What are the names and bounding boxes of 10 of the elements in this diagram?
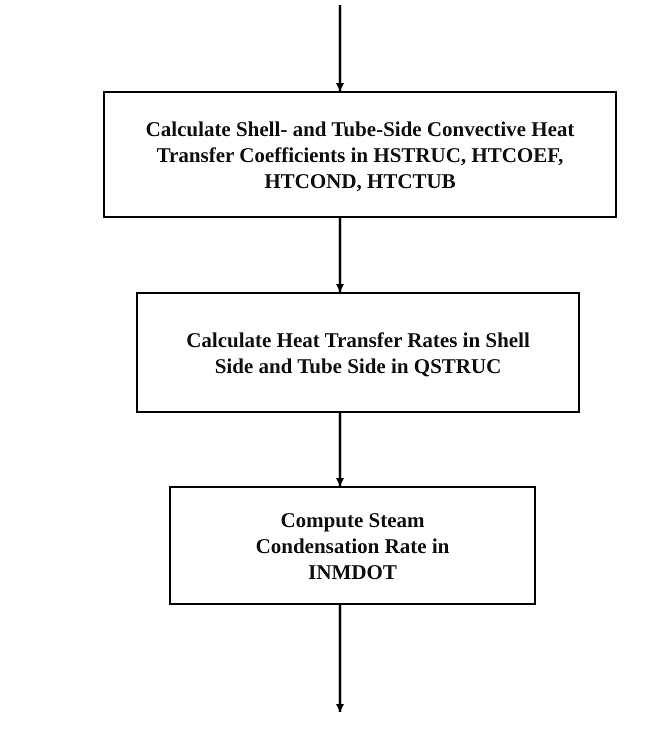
arrow — [336, 605, 344, 712]
process-box — [103, 91, 617, 218]
arrow — [336, 413, 344, 486]
arrow — [336, 218, 344, 292]
arrow — [336, 5, 344, 91]
process-text: Calculate Shell- and Tube-Side Convective Heat Transfer Coefficients in HSTRUC, HTCOEF, HTCOND, HTCTUB — [144, 116, 576, 194]
process-text: Calculate Heat Transfer Rates in Shell Side and Tube Side in QSTRUC — [185, 326, 531, 378]
process-box — [169, 486, 536, 605]
process-box — [136, 292, 580, 413]
process-text: Compute Steam Condensation Rate in INMDOT — [254, 506, 450, 584]
